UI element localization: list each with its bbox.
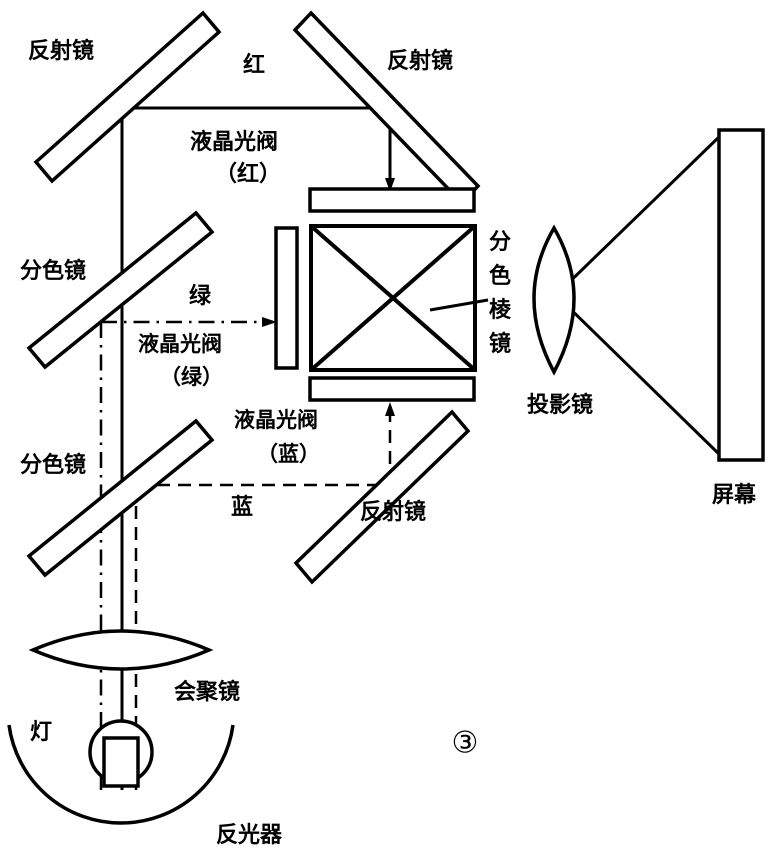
label-blue-beam: 蓝 xyxy=(231,495,253,520)
label-red-beam: 红 xyxy=(243,52,265,78)
green-beam-path xyxy=(99,317,277,790)
projection-lens xyxy=(532,224,576,376)
label-dichroic-prism-1: 分 xyxy=(489,230,511,255)
label-mirror-top-left: 反射镜 xyxy=(28,38,94,64)
dichroic-prism xyxy=(309,224,477,372)
lamp-bulb xyxy=(88,719,154,788)
figure-number-badge: ③ xyxy=(452,726,479,761)
mirror-bottom-right xyxy=(293,409,471,585)
label-reflector: 反光器 xyxy=(216,823,283,848)
figure-number-text: ③ xyxy=(452,726,479,761)
label-lcd-valve-green: 液晶光阀 xyxy=(138,332,222,356)
label-lamp: 灯 xyxy=(30,720,52,745)
label-mirror-top-right: 反射镜 xyxy=(387,48,453,74)
lcd-valve-red-panel xyxy=(308,187,476,213)
condenser-lens xyxy=(28,629,214,671)
reflector-arc xyxy=(7,724,235,825)
label-lcd-valve-green-paren: （绿） xyxy=(160,365,223,389)
mirror-top-left xyxy=(33,10,222,184)
label-dichroic-mirror-upper: 分色镜 xyxy=(20,258,86,284)
label-lcd-valve-red-paren: （红） xyxy=(215,161,281,187)
label-projection-lens: 投影镜 xyxy=(527,392,593,418)
lcd-valve-blue-panel xyxy=(308,376,476,402)
label-lcd-valve-blue: 液晶光阀 xyxy=(234,408,318,432)
label-dichroic-prism-2: 色 xyxy=(489,263,511,289)
label-lcd-valve-blue-paren: （蓝） xyxy=(257,442,320,466)
label-dichroic-mirror-lower: 分色镜 xyxy=(20,452,86,478)
label-dichroic-prism-3: 棱 xyxy=(489,297,512,323)
label-screen: 屏幕 xyxy=(712,483,757,508)
label-dichroic-prism-4: 镜 xyxy=(489,331,511,357)
lcd-valve-green-panel xyxy=(274,226,299,370)
label-mirror-bottom-right: 反射镜 xyxy=(360,499,426,525)
dichroic-mirror-upper xyxy=(26,210,215,370)
prism-label-leader xyxy=(429,298,489,312)
screen-panel xyxy=(717,128,765,462)
dichroic-mirror-lower xyxy=(26,418,215,578)
label-green-beam: 绿 xyxy=(189,283,212,309)
label-condenser-lens: 会聚镜 xyxy=(174,679,240,705)
label-lcd-valve-red: 液晶光阀 xyxy=(190,129,278,155)
projection-rays xyxy=(554,134,722,457)
